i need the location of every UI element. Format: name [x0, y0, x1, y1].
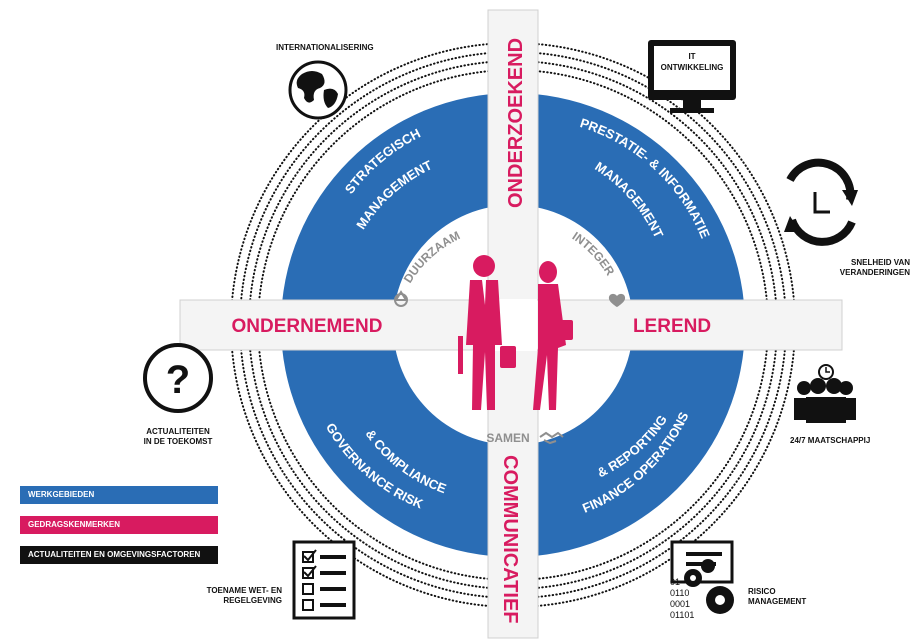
label-actualiteiten-line1: ACTUALITEITEN [146, 427, 210, 436]
label-risico-line2: MANAGEMENT [748, 597, 807, 606]
binary-line3: 0001 [670, 599, 691, 609]
binary-line4: 01101 [670, 610, 695, 620]
question-circle-icon: ? [143, 343, 213, 413]
legend-gedragskenmerken: GEDRAGSKENMERKEN [20, 516, 218, 534]
label-maatschappij: 24/7 MAATSCHAPPIJ [790, 436, 871, 445]
svg-text:?: ? [166, 358, 190, 402]
axis-top-label: ONDERZOEKEND [505, 38, 527, 208]
label-snelheid-line1: SNELHEID VAN [851, 258, 910, 267]
label-internationalisering: INTERNATIONALISERING [276, 43, 374, 52]
businesswoman-icon [533, 261, 573, 410]
globe-icon [288, 60, 348, 120]
checklist-icon [292, 540, 356, 620]
axis-bottom-label: COMMUNICATIEF [499, 455, 521, 624]
handshake-icon [539, 431, 564, 445]
businessman-icon [458, 255, 516, 410]
heart-icon [608, 293, 626, 307]
people-group-icon [794, 364, 856, 423]
label-risico-line1: RISICO [748, 587, 776, 596]
legend-actualiteiten: ACTUALITEITEN EN OMGEVINGSFACTOREN [20, 546, 218, 564]
label-snelheid-line2: VERANDERINGEN [839, 268, 910, 277]
refresh-clock-icon [784, 158, 858, 246]
binary-line1: 01 [670, 577, 681, 587]
label-wet-line2: REGELGEVING [223, 596, 282, 605]
axis-right-label: LEREND [633, 316, 711, 337]
cross-bars [179, 9, 843, 639]
center-word-samen: SAMEN [486, 431, 529, 445]
binary-line2: 0110 [670, 588, 690, 598]
label-it-line1: IT [688, 52, 696, 61]
monitor-icon [648, 40, 736, 113]
label-it-line2: ONTWIKKELING [660, 63, 724, 72]
recycle-icon [394, 290, 408, 307]
label-wet-line1: TOENAME WET- EN [206, 586, 282, 595]
risk-gears-icon [670, 540, 734, 614]
legend-werkgebieden: WERKGEBIEDEN [20, 486, 218, 504]
label-actualiteiten-line2: IN DE TOEKOMST [143, 437, 213, 446]
axis-left-label: ONDERNEMEND [232, 316, 383, 337]
